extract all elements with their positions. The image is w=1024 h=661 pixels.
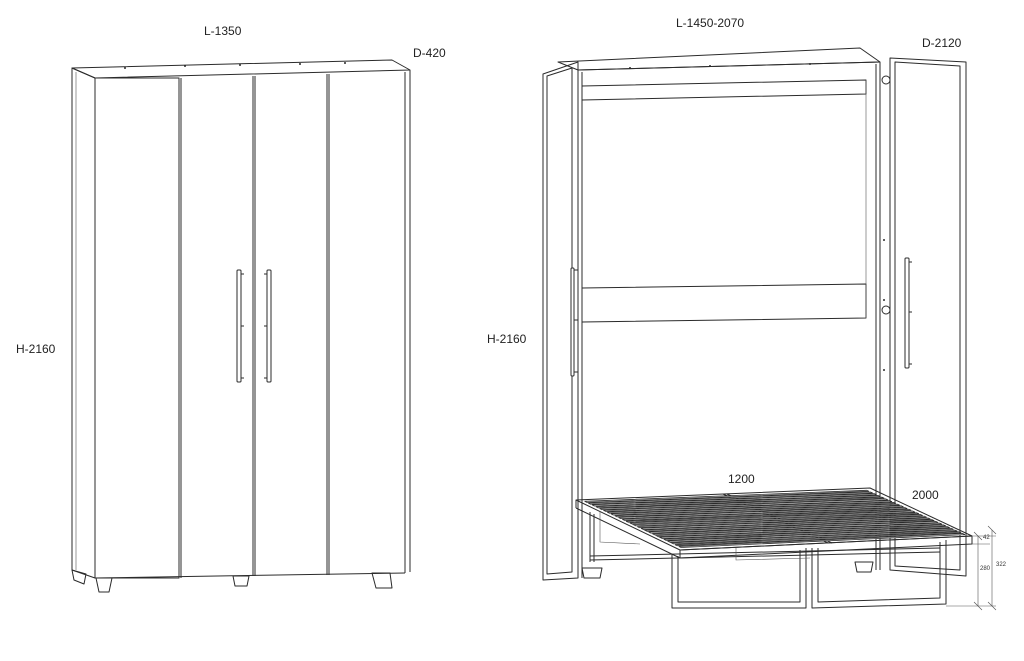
bed-slat: [637, 514, 923, 529]
bed-door-right: [889, 57, 967, 577]
bed-slat: [614, 503, 900, 518]
wardrobe-leg: [95, 577, 113, 593]
bed-support-legs: [581, 512, 947, 609]
wardrobe-handle-left: [236, 269, 244, 383]
wardrobe-depth-label: D-420: [413, 46, 446, 60]
bed-slat: [667, 527, 954, 543]
bed-slat: [610, 501, 896, 516]
bed-slat: [622, 507, 908, 521]
bed-slat: [591, 493, 877, 507]
bed-slat: [663, 526, 950, 541]
bed-slat: [652, 520, 939, 536]
bed-slat: [658, 524, 946, 539]
height-dimension-lines: [946, 525, 997, 611]
bed-slat: [603, 498, 889, 512]
bed-slat: [640, 515, 927, 530]
bed-width-label: L-1450-2070: [676, 16, 745, 30]
wardrobe-leg: [371, 572, 393, 589]
bed-slat: [632, 512, 920, 527]
bed-slat: [678, 533, 966, 548]
wardrobe-width-label: L-1350: [204, 24, 242, 38]
bed-frame-middle-bar: [581, 283, 867, 323]
bed-slat: [654, 522, 943, 538]
dimension-280-label: 280: [980, 566, 991, 572]
dimension-42-label: 42: [983, 535, 990, 541]
bed-frame-top-bar: [581, 79, 867, 101]
mattress-length-label: 2000: [912, 488, 939, 502]
bed-slat: [629, 510, 916, 525]
wardrobe-handle-right: [264, 269, 272, 383]
bed-slat: [595, 495, 881, 509]
bed-slat: [669, 529, 958, 545]
bed-slat: [618, 505, 904, 520]
bed-slat: [648, 519, 935, 534]
bed-slat: [588, 491, 873, 505]
wardrobe-leg: [232, 575, 250, 587]
mattress-width-label: 1200: [728, 472, 755, 486]
bed-door-right-handle: [904, 257, 912, 369]
bed-depth-label: D-2120: [922, 36, 962, 50]
bed-height-label: H-2160: [487, 332, 527, 346]
bed-slat: [625, 508, 912, 523]
dimension-322-label: 322: [996, 562, 1007, 568]
bed-slats: [584, 489, 966, 548]
bed-door-left: [542, 61, 579, 581]
wardrobe-top-panel: [71, 59, 411, 79]
bed-slat: [599, 496, 885, 511]
bed-slat: [607, 500, 893, 514]
bed-slat: [584, 489, 870, 503]
wardrobe-height-label: H-2160: [16, 342, 56, 356]
bed-door-left-handle: [570, 267, 578, 377]
bed-slat: [643, 517, 931, 532]
wardrobe-side-panel: [71, 67, 96, 579]
bed-slat: [674, 531, 962, 547]
wardrobe-closed: [71, 59, 411, 593]
wardrobe-door-1: [94, 77, 180, 579]
wardrobe-leg: [71, 569, 87, 585]
wall-bed-open: [542, 47, 997, 611]
